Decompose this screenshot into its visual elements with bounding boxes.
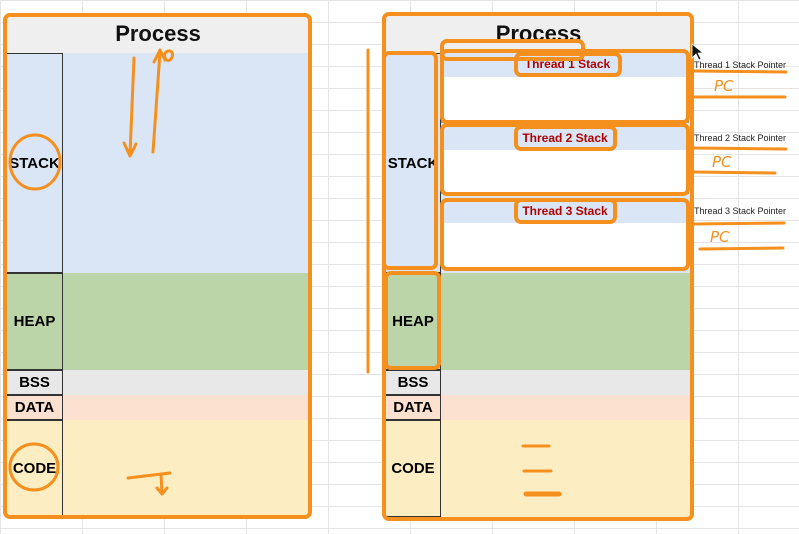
thread-2-stack-label: Thread 2 Stack [522, 130, 608, 145]
thread-3-pc-note: PC [710, 228, 730, 246]
thread-2-stack-header [441, 125, 689, 150]
right-stack-label-outline [382, 51, 438, 270]
thread-2-label-outline [514, 125, 617, 151]
thread-1-pointer-label: Thread 1 Stack Pointer [694, 60, 787, 70]
left-process-outline [3, 13, 312, 519]
left-data-label: DATA [6, 395, 63, 420]
thread-3-pc-line [698, 246, 785, 251]
thread-2-pointer-line [691, 146, 788, 151]
thread-3-stack-body [441, 223, 689, 268]
thread-1-outline [440, 49, 690, 124]
thread-1-label-outline [514, 52, 622, 77]
thread-1-pointer-line [692, 69, 788, 74]
thread-3-label-outline [514, 198, 617, 224]
left-process-title: Process [6, 15, 310, 53]
thread-2-pc-note: PC [712, 153, 732, 171]
right-code-label: CODE [385, 420, 441, 517]
thread-3-stack-header [441, 199, 689, 223]
right-heap-label-outline [384, 271, 441, 370]
thread-1-pc-note: PC [714, 77, 734, 95]
left-heap-label: HEAP [6, 273, 63, 370]
left-bss-label: BSS [6, 370, 63, 395]
thread-3-stack-label: Thread 3 Stack [522, 203, 608, 218]
right-data-label: DATA [385, 395, 441, 420]
thread-3-pointer-label: Thread 3 Stack Pointer [694, 206, 787, 216]
thread-3-pointer-line [692, 221, 786, 226]
thread-2-pointer-label: Thread 2 Stack Pointer [694, 133, 787, 143]
thread-2-pc-line [692, 170, 777, 175]
